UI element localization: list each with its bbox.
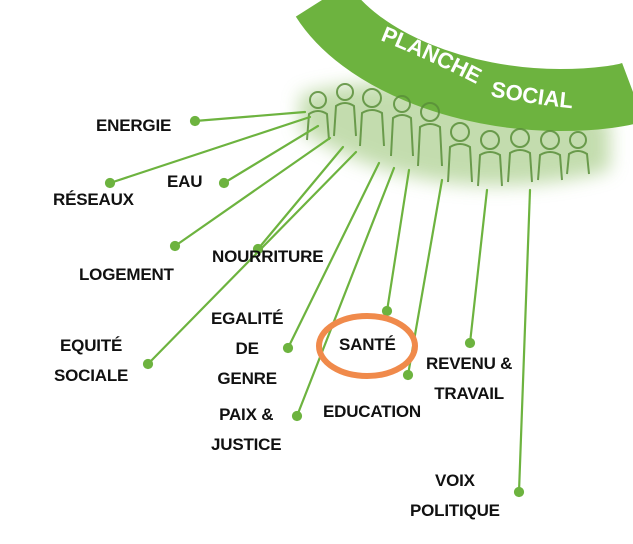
connector-reseaux — [104, 115, 312, 189]
connector-revenu — [464, 188, 489, 349]
connector-nourriture — [252, 145, 345, 255]
connector-equite — [142, 150, 358, 370]
people-illustration — [306, 83, 590, 187]
label-nourriture: NOURRITURE — [212, 247, 324, 266]
ring-arc — [295, 0, 633, 132]
label-logement: LOGEMENT — [79, 265, 174, 284]
label-revenu: REVENU & TRAVAIL — [426, 354, 513, 403]
label-sante: SANTÉ — [339, 335, 396, 354]
connector-eau — [218, 124, 320, 189]
label-reseaux: RÉSEAUX — [53, 190, 134, 209]
highlight-circle — [316, 313, 418, 379]
connector-sante — [381, 168, 411, 317]
connector-voix — [513, 188, 532, 498]
connector-paix — [291, 166, 396, 422]
label-voix: VOIX POLITIQUE — [410, 471, 500, 520]
label-energie: ENERGIE — [96, 116, 172, 135]
label-equite: EQUITÉ SOCIALE — [54, 336, 129, 385]
connector-egalite — [282, 161, 381, 354]
label-education: EDUCATION — [323, 402, 421, 421]
label-paix: PAIX & JUSTICE — [211, 405, 282, 454]
connector-logement — [169, 136, 332, 252]
label-eau: EAU — [167, 172, 203, 191]
label-egalite: EGALITÉ DE GENRE — [211, 309, 284, 388]
connector-energie — [189, 110, 307, 127]
